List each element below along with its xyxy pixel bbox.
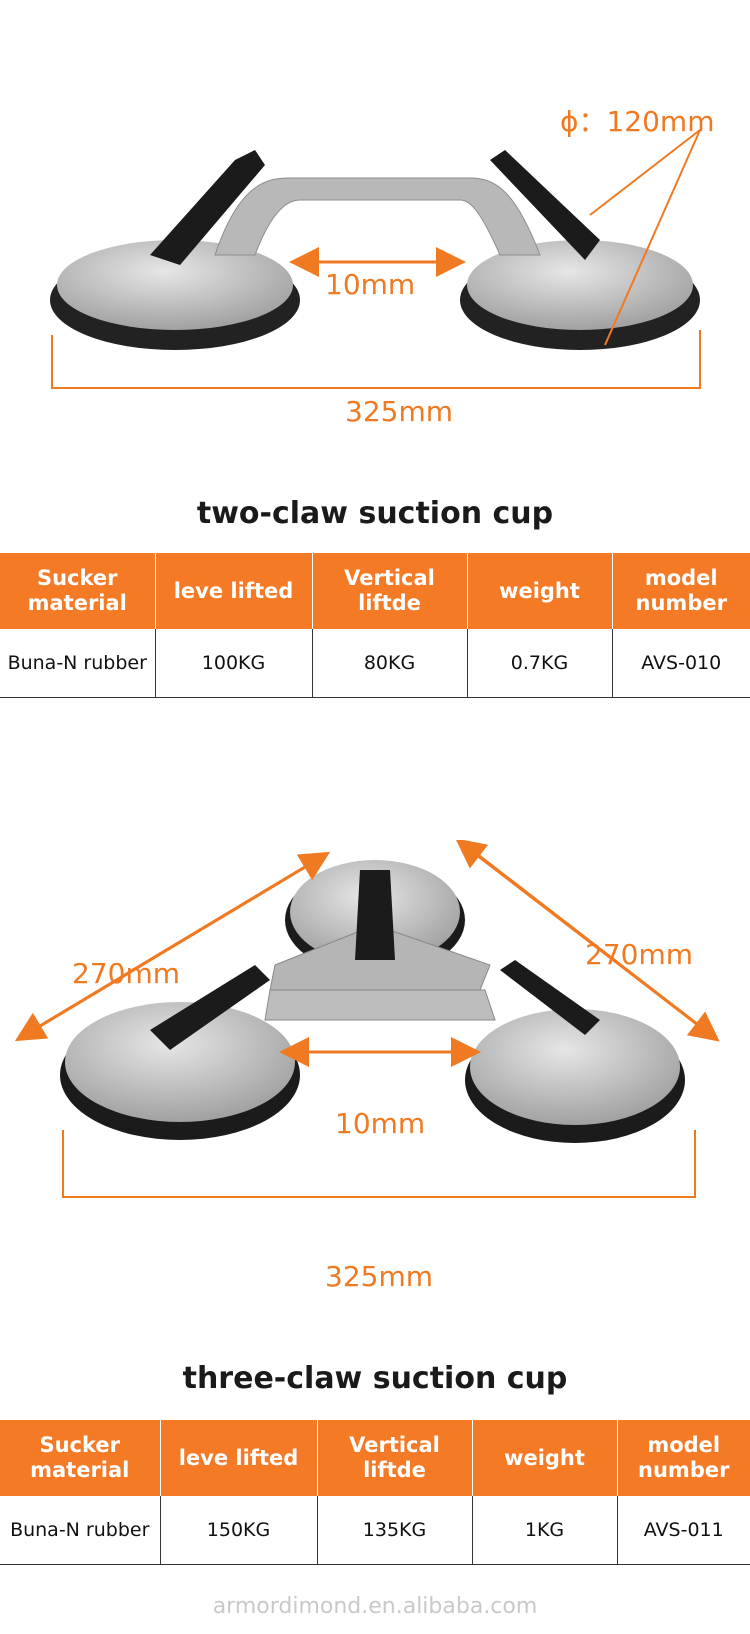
diagonal-right-label: 270mm [585,938,693,971]
header-leve-lifted: leve lifted [155,553,313,629]
handle-gap-label-2: 10mm [335,1107,426,1140]
header-weight: weight [472,1420,618,1496]
header-model: model number [617,1420,750,1496]
header-model: model number [612,553,750,629]
left-lever [150,965,270,1050]
diameter-label: ϕ：120mm [560,105,715,138]
header-vertical: Vertical liftde [317,1420,473,1496]
length-label-2: 325mm [325,1260,433,1293]
product1-title: two-claw suction cup [196,496,554,531]
header-material: Sucker material [0,1420,161,1496]
left-lever [150,150,265,265]
handle-bar [264,989,496,1021]
left-cup-body [57,240,293,330]
header-material: Sucker material [0,553,156,629]
product1-spec-table: Sucker material leve lifted Vertical lif… [0,553,750,698]
product2-spec-table: Sucker material leve lifted Vertical lif… [0,1420,750,1565]
right-cup-body [470,1009,680,1125]
top-lever [355,870,395,960]
right-lever [490,150,600,260]
left-cup-body [65,1002,295,1122]
handle-bar [214,177,541,256]
header-weight: weight [467,553,613,629]
three-claw-suction-cup-image [14,840,720,1198]
cell-leve-lifted: 150KG [160,1496,318,1565]
length-label: 325mm [345,395,453,428]
cell-material: Buna-N rubber [0,629,156,698]
table-header-row: Sucker material leve lifted Vertical lif… [0,553,750,629]
right-lever [500,960,600,1035]
cell-vertical: 135KG [317,1496,473,1565]
table-header-row: Sucker material leve lifted Vertical lif… [0,1420,750,1496]
cell-model: AVS-011 [617,1496,750,1565]
cell-vertical: 80KG [312,629,468,698]
cell-weight: 1KG [472,1496,618,1565]
right-cup-body [467,240,693,330]
header-vertical: Vertical liftde [312,553,468,629]
watermark: armordimond.en.alibaba.com [212,1594,538,1619]
diagonal-left-label: 270mm [72,957,180,990]
cell-weight: 0.7KG [467,629,613,698]
header-leve-lifted: leve lifted [160,1420,318,1496]
product2-title: three-claw suction cup [182,1361,568,1396]
table-row: Buna-N rubber 100KG 80KG 0.7KG AVS-010 [0,629,750,698]
table-row: Buna-N rubber 150KG 135KG 1KG AVS-011 [0,1496,750,1565]
cell-leve-lifted: 100KG [155,629,313,698]
handle-gap-label: 10mm [325,268,416,301]
cell-model: AVS-010 [612,629,750,698]
two-claw-suction-cup-image [50,129,701,389]
cell-material: Buna-N rubber [0,1496,161,1565]
